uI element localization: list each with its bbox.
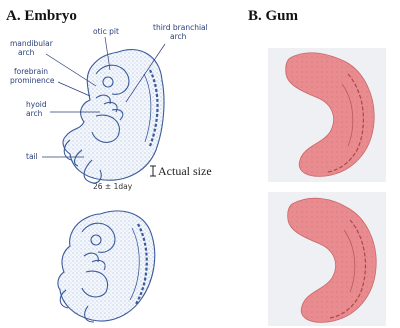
- label-mandibular-arch: arch: [18, 49, 34, 57]
- embryo-age: 26 ± 1day: [93, 182, 132, 191]
- label-hyoid-arch: arch: [26, 110, 42, 118]
- label-hyoid: hyoid: [26, 101, 47, 109]
- embryo-drawing-bottom: [58, 211, 155, 322]
- gum-tile-bottom: [268, 192, 386, 326]
- label-mandibular: mandibular: [10, 40, 53, 48]
- label-tail: tail: [26, 153, 38, 161]
- gum-tile-top: [268, 48, 386, 182]
- label-third-branchial-arch: arch: [170, 33, 186, 41]
- actual-size-note: Actual size: [158, 164, 212, 179]
- label-third-branchial: third branchial: [153, 24, 208, 32]
- label-forebrain: forebrain: [14, 68, 48, 76]
- scale-bar: [150, 166, 156, 176]
- label-prominence: prominence: [10, 77, 55, 85]
- label-otic-pit: otic pit: [93, 28, 119, 36]
- embryo-drawing-top: [63, 50, 164, 184]
